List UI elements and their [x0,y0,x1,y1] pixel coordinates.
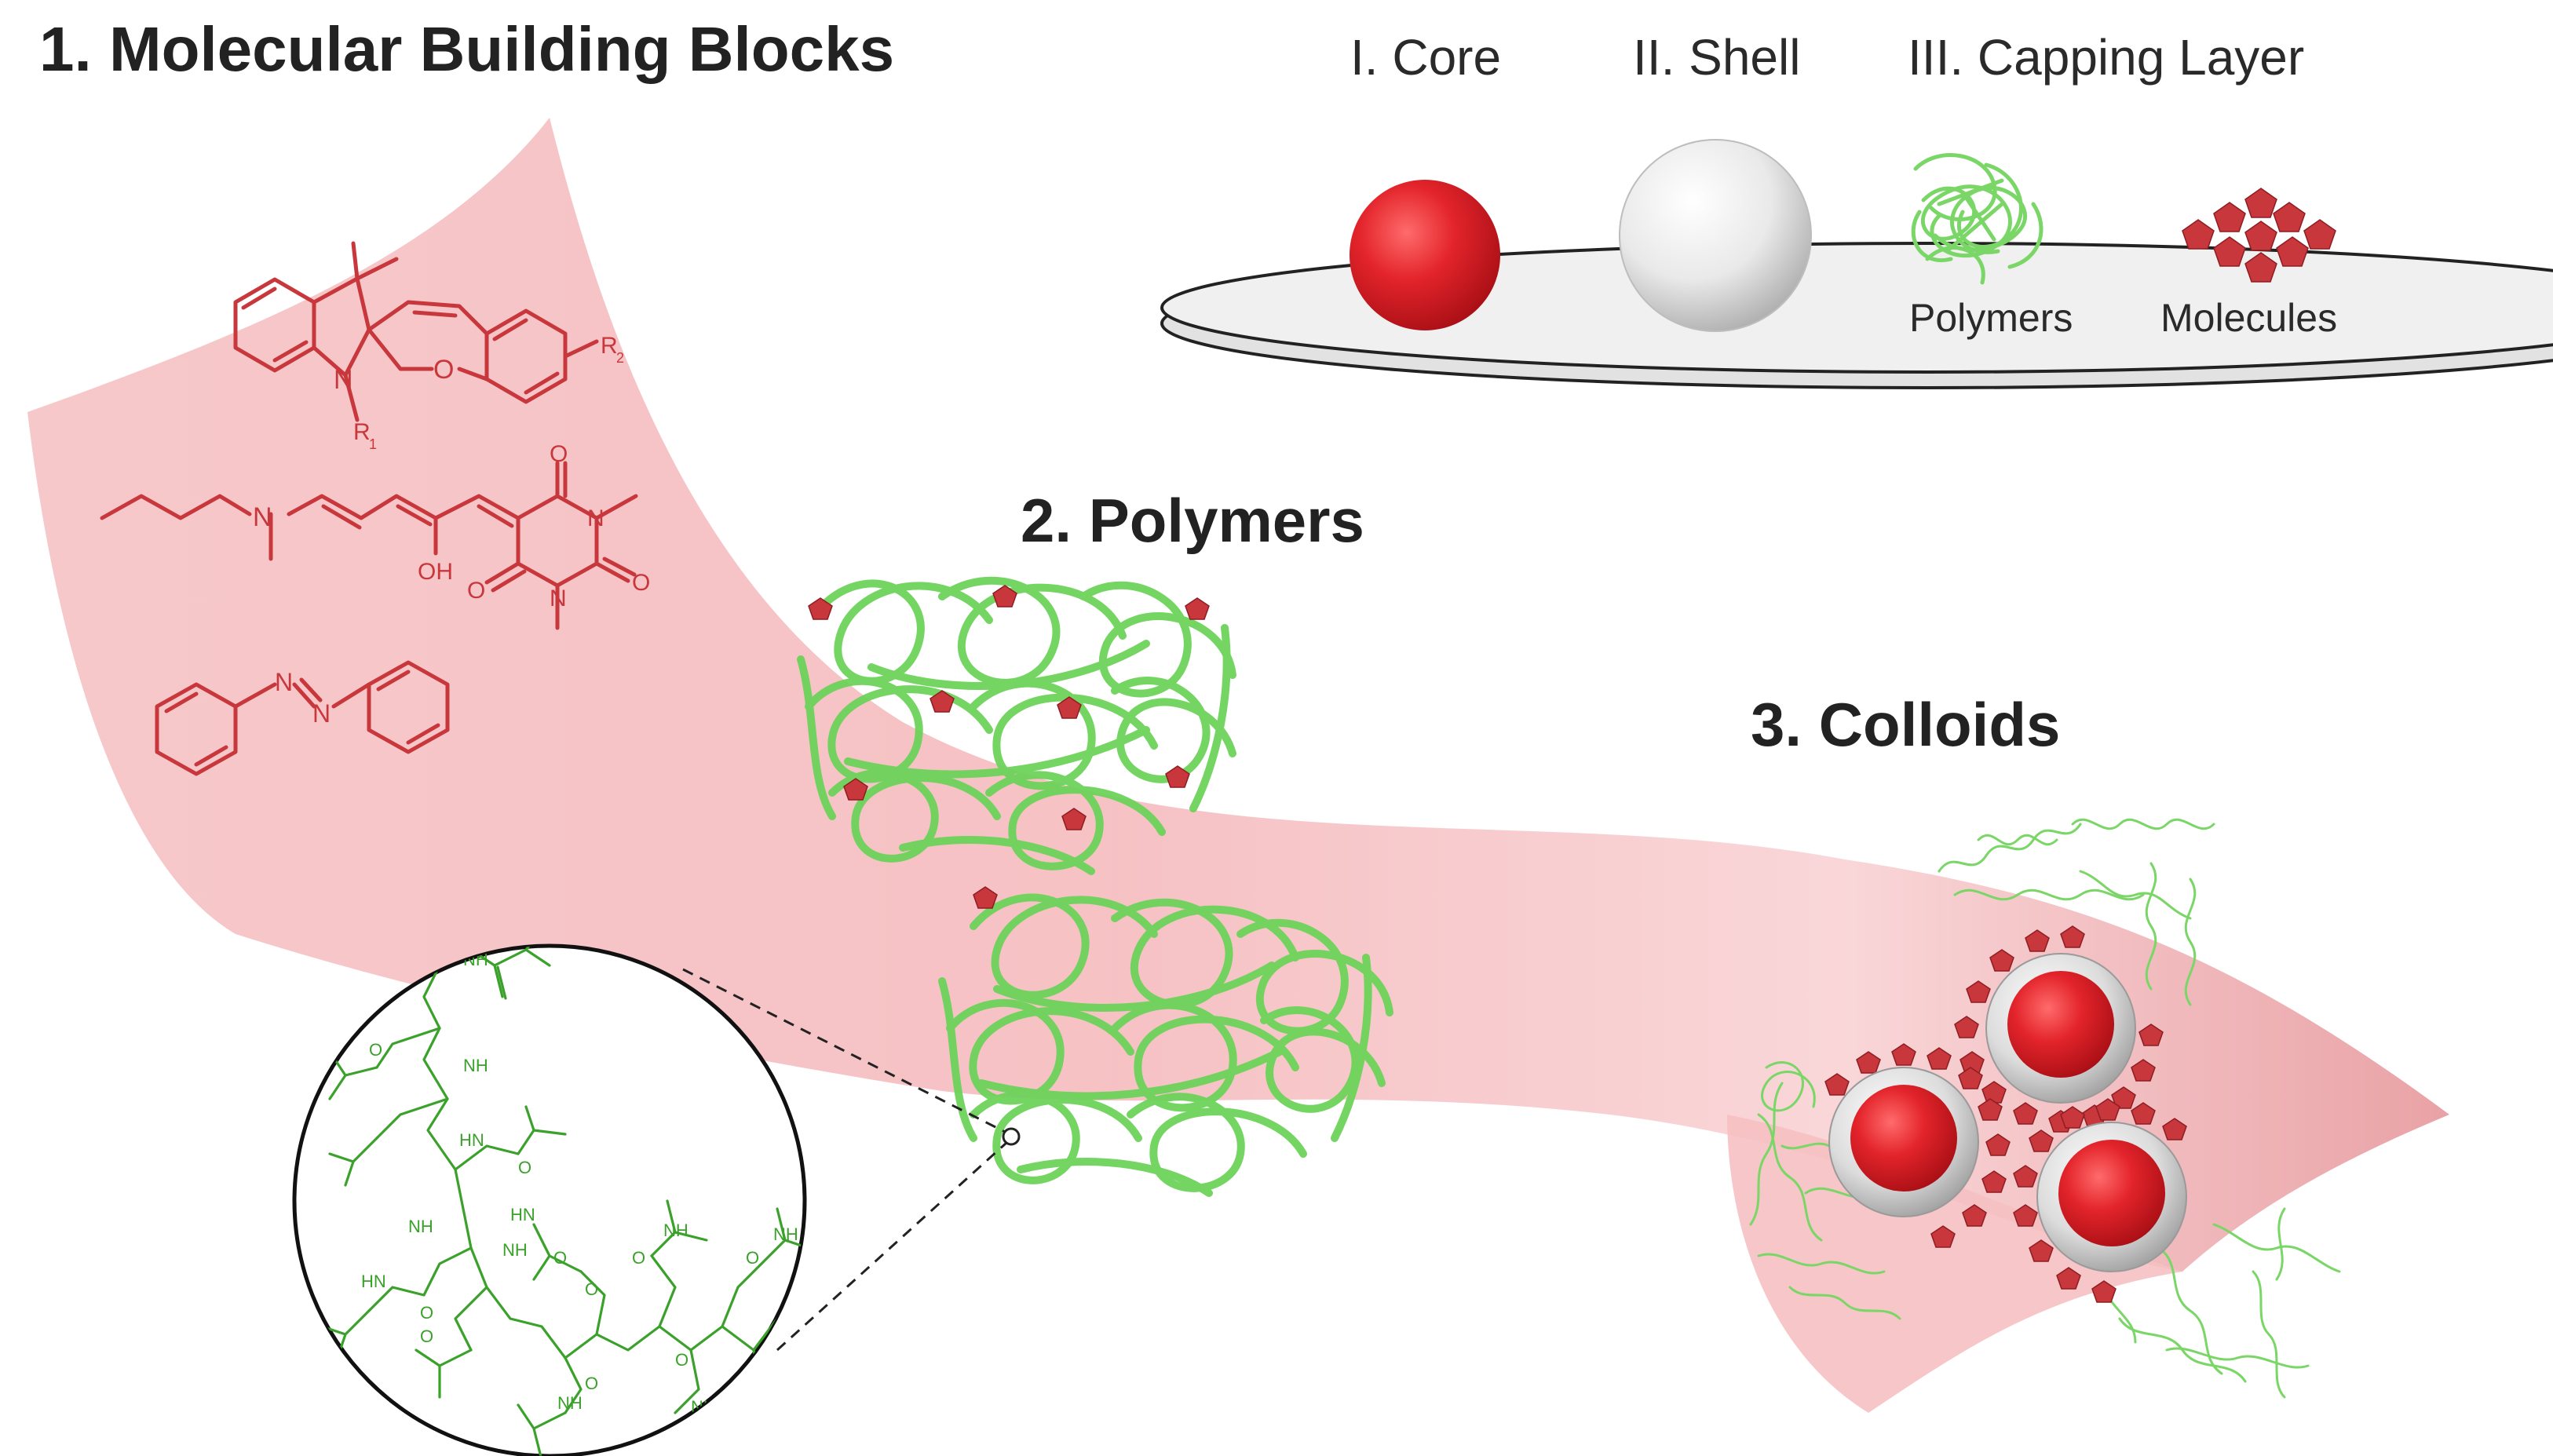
polymer-tangle-lower [938,893,1393,1197]
polymer-tangle-upper [797,576,1236,875]
mol-label-o-top: O [550,441,568,467]
colloid-particle-top [1954,925,2164,1133]
legend-polymers-caption: Polymers [1909,296,2073,340]
mol-label-o-right: O [632,570,650,596]
colloid-left-core [1850,1085,1957,1191]
polymer-attached-molecules [808,585,1210,909]
mol-label-n-azo-1: N [275,668,293,696]
zoom-connector-lower [776,1141,1008,1352]
colloid-particle-left [1824,1043,2011,1248]
zoom-label-9: O [420,1326,433,1346]
zoom-label-4: HN [459,1130,484,1150]
zoom-source-marker [1002,1127,1021,1146]
legend-shell-label: II. Shell [1633,29,1800,86]
legend: I. Core II. Shell III. Capping Layer [1160,29,2553,389]
pnipam-backbone [320,946,805,1456]
heading-molecular-building-blocks: 1. Molecular Building Blocks [39,14,894,84]
zoom-label-10: NH [502,1240,528,1260]
legend-platform [1160,242,2553,389]
legend-core-sphere [1350,180,1500,330]
legend-core-label: I. Core [1350,29,1501,86]
legend-molecule-cluster-icon [2182,188,2336,283]
colloid-left-capping-molecules [1824,1043,2011,1248]
zoom-label-16: NH [773,1224,798,1244]
zoom-label-21: O [675,1350,688,1370]
legend-molecules-caption: Molecules [2160,296,2337,340]
zoom-connector-upper [682,968,1006,1133]
zoom-label-7: O [420,1303,433,1323]
mol-label-n-indoline: N [334,365,353,395]
colloid-right-capping-molecules [2013,1098,2187,1303]
colloid-top-capping-molecules [1954,925,2164,1133]
mol-label-n-amine: N [253,502,272,532]
mol-label-r1-sub: 1 [369,436,377,452]
colloid-right-core [2058,1140,2165,1246]
zoom-label-3: O [369,1040,382,1060]
heading-polymers: 2. Polymers [1021,486,1364,555]
zoom-label-6: NH [408,1217,433,1236]
zoom-label-8: HN [361,1272,386,1291]
mol-label-n-barb-top: N [587,505,604,531]
legend-capping-layer-label: III. Capping Layer [1908,29,2304,86]
zoom-label-17: O [746,1248,759,1268]
mol-label-n-barb-bottom: N [550,586,567,611]
zoom-label-19: O [585,1374,598,1393]
zoom-label-2: NH [463,1056,488,1075]
zoom-label-14: NH [663,1221,688,1240]
mol-label-r2-sub: 2 [616,350,624,366]
zoom-label-13: O [553,1248,567,1268]
mol-label-o-left: O [467,578,485,604]
legend-polymer-tangle-icon [1911,153,2043,285]
heading-colloids: 3. Colloids [1751,690,2060,759]
zoom-label-11: O [585,1279,598,1299]
spiropyran-molecule: N O R 1 R 2 [233,241,624,452]
mol-label-n-azo-2: N [312,699,331,728]
ribbon-bottom-tail [1727,1115,2182,1413]
azobenzene-molecule: N N [155,660,450,776]
colloid-particle-right [2013,1098,2187,1303]
zoom-label-12: HN [510,1205,535,1224]
zoom-inset: NH O NH O HN O NH O HN O NH O HN O NH O … [292,943,807,1456]
mol-label-r2: R [601,333,618,359]
mol-label-oh: OH [418,559,453,585]
mol-label-o-pyran: O [433,355,454,385]
zoom-label-18: NH [557,1393,583,1413]
colloid-capping-polymers [1749,818,2341,1399]
legend-shell-sphere [1619,139,1812,332]
zoom-label-15: O [632,1248,645,1268]
zoom-label-5: O [518,1158,531,1177]
mol-label-r1: R [353,419,371,445]
merocyanine-molecule: N OH O N O N O [100,441,650,630]
colloid-top-core [2007,971,2114,1078]
